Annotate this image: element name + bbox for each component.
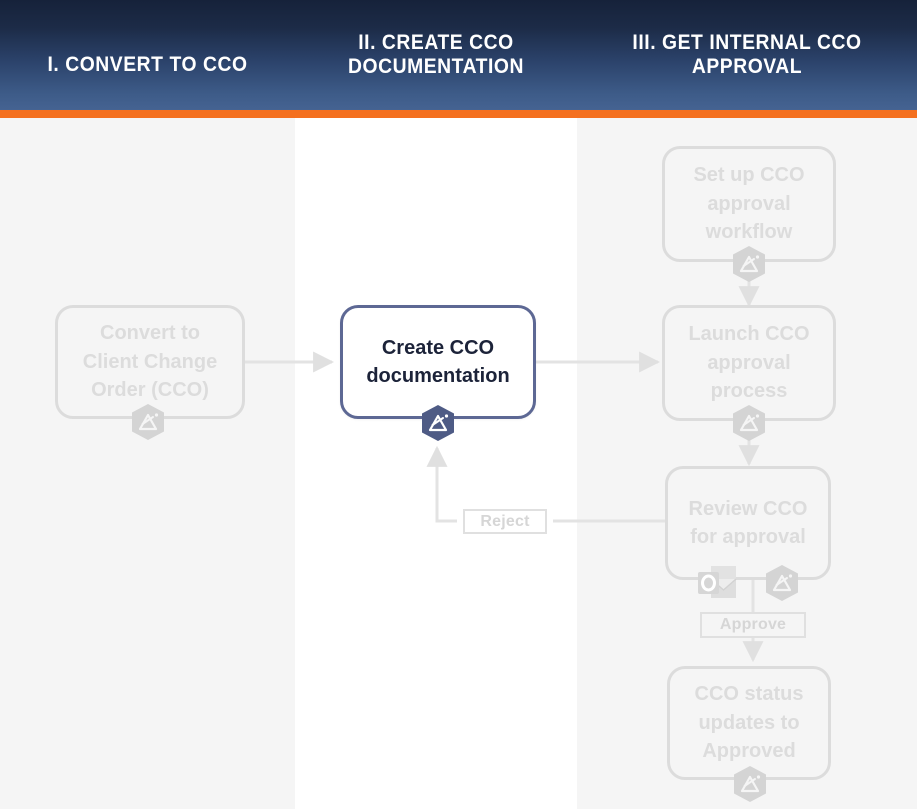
diagram-icon <box>733 246 765 282</box>
header-title-create-cco-documentation: II. Create CCO documentation <box>306 0 565 110</box>
header-title-convert-to-cco: I. Convert to CCO <box>12 0 283 120</box>
edge-label-text: Reject <box>480 512 530 530</box>
swimlane-create-cco-documentation <box>295 118 577 809</box>
node-cco-status-updates-to-approved[interactable]: CCO status updates to Approved <box>667 666 831 780</box>
edge-label-approve[interactable]: Approve <box>700 612 806 638</box>
node-create-cco-documentation[interactable]: Create CCO documentation <box>340 305 536 419</box>
diagram-icon <box>766 565 798 601</box>
node-label: Review CCO for approval <box>688 497 808 548</box>
node-badge-diagram[interactable] <box>732 245 766 283</box>
node-label: Set up CCO approval workflow <box>693 164 805 244</box>
header-title-line2: approval <box>691 55 803 78</box>
node-badge-diagram[interactable] <box>732 404 766 442</box>
outlook-icon <box>698 566 737 598</box>
node-review-cco-for-approval[interactable]: Review CCO for approval <box>665 466 831 580</box>
node-label: Convert to Client Change Order (CCO) <box>82 322 218 402</box>
header-title-line1: II. Create CCO <box>358 31 514 55</box>
edge-label-text: Approve <box>719 616 787 633</box>
header-title-line2: documentation <box>347 55 525 78</box>
node-badge-diagram[interactable] <box>765 564 799 602</box>
diagram-icon <box>422 405 454 441</box>
node-badge-outlook[interactable] <box>695 563 737 601</box>
header-title-get-internal-cco-approval: III. Get internal CCO approval <box>591 0 904 110</box>
swimlane-convert-to-cco <box>0 118 295 809</box>
node-set-up-cco-approval-workflow[interactable]: Set up CCO approval workflow <box>662 146 836 262</box>
node-badge-diagram[interactable] <box>421 404 455 442</box>
header-title-text: I. Convert to CCO <box>47 53 248 77</box>
header-accent-bar <box>0 110 917 118</box>
node-label: Create CCO documentation <box>366 336 510 387</box>
header-title-line1: III. Get internal CCO <box>632 31 862 55</box>
node-label: CCO status updates to Approved <box>694 683 804 763</box>
node-label: Launch CCO approval process <box>688 323 810 403</box>
node-badge-diagram[interactable] <box>733 765 767 803</box>
edge-label-reject[interactable]: Reject <box>463 509 547 534</box>
node-badge-diagram[interactable] <box>131 403 165 441</box>
header-bar <box>0 0 917 110</box>
diagram-icon <box>734 766 766 802</box>
node-convert-to-cco[interactable]: Convert to Client Change Order (CCO) <box>55 305 245 419</box>
diagram-icon <box>132 404 164 440</box>
diagram-icon <box>733 405 765 441</box>
